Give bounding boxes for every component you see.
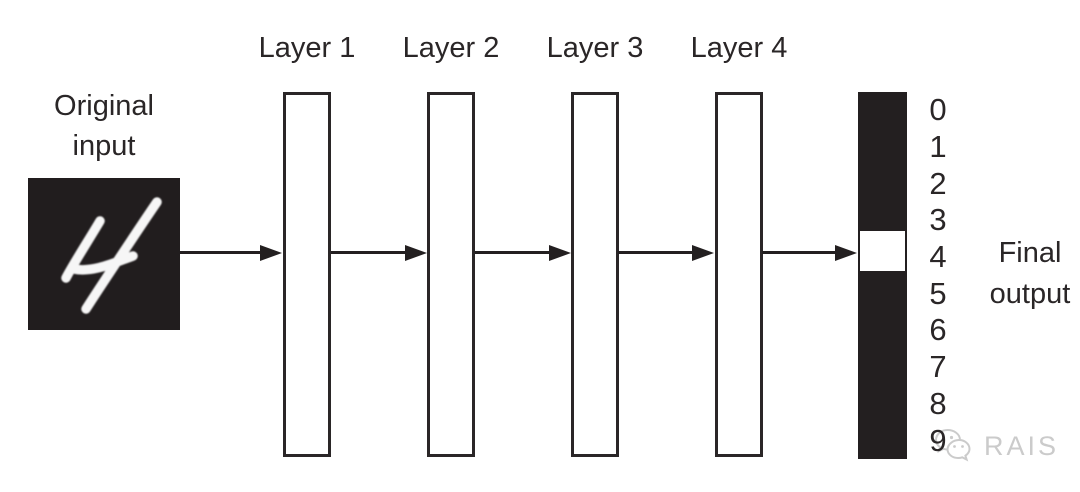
arrow-shaft <box>180 251 266 254</box>
highlighted-output-cell-4 <box>860 231 905 271</box>
arrow-head-icon <box>692 245 714 261</box>
arrow-layer4-to-output <box>762 245 857 261</box>
arrow-shaft <box>618 251 698 254</box>
digit-label-6: 6 <box>929 312 947 348</box>
digit-label-2: 2 <box>929 165 947 201</box>
layer1-box <box>283 92 331 457</box>
final-output-caption-line1: Final <box>998 237 1062 269</box>
layer3-box <box>571 92 619 457</box>
arrow-shaft <box>475 251 555 254</box>
arrow-head-icon <box>835 245 857 261</box>
input-digit-image <box>28 178 180 330</box>
digit-label-4: 4 <box>929 239 947 275</box>
arrow-layer2-to-layer3 <box>475 245 571 261</box>
original-input-caption-line2: input <box>72 130 136 162</box>
arrow-input-to-layer1 <box>180 245 282 261</box>
layer1-label: Layer 1 <box>258 32 356 64</box>
wechat-icon <box>934 428 971 462</box>
layer2-box <box>427 92 475 457</box>
final-output-caption-line2: output <box>989 278 1071 310</box>
digit-label-1: 1 <box>929 129 947 165</box>
watermark: RAIS <box>934 427 1064 469</box>
digit-label-3: 3 <box>929 202 947 238</box>
output-digit-scale: 0 1 2 3 4 5 6 7 8 9 <box>920 92 956 459</box>
handwritten-digit-4-icon <box>61 197 162 314</box>
arrow-head-icon <box>260 245 282 261</box>
digit-label-7: 7 <box>929 349 947 385</box>
arrow-layer1-to-layer2 <box>331 245 427 261</box>
layer3-label: Layer 3 <box>546 32 644 64</box>
layer4-label: Layer 4 <box>690 32 788 64</box>
original-input-caption-line1: Original <box>54 90 154 122</box>
arrow-head-icon <box>405 245 427 261</box>
layer2-label: Layer 2 <box>402 32 500 64</box>
digit-label-9: 9 <box>929 422 947 458</box>
output-probability-column <box>858 92 907 459</box>
digit-label-0: 0 <box>929 92 947 128</box>
digit-label-8: 8 <box>929 385 947 421</box>
arrow-shaft <box>762 251 841 254</box>
final-output-caption: Final output <box>967 233 1080 315</box>
original-input-caption: Original input <box>24 86 184 166</box>
arrow-head-icon <box>549 245 571 261</box>
arrow-shaft <box>331 251 411 254</box>
digit-label-5: 5 <box>929 275 947 311</box>
layer4-box <box>715 92 763 457</box>
arrow-layer3-to-layer4 <box>618 245 714 261</box>
watermark-text: RAIS <box>984 431 1060 461</box>
